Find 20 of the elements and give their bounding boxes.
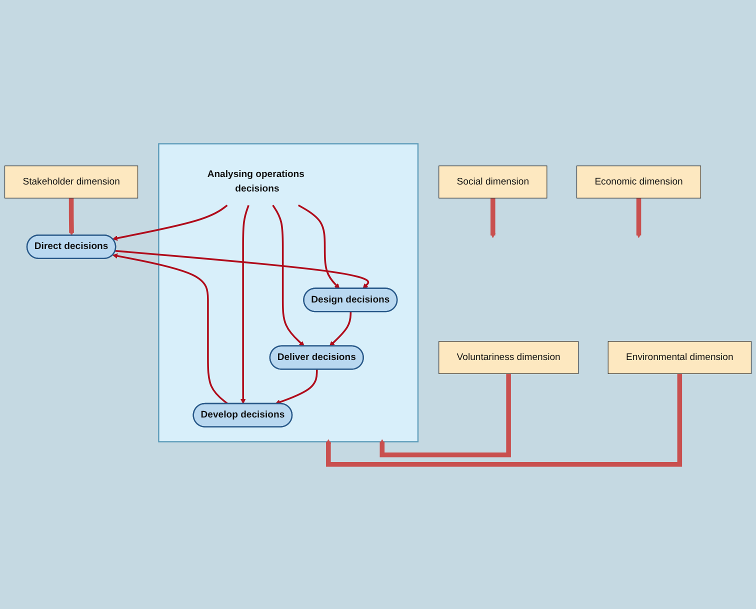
arrow [298,204,340,289]
arrow [112,253,228,404]
node-box: Economic dimension [576,165,702,198]
node-box: Voluntariness dimension [438,340,579,374]
arrow [636,198,642,238]
cluster [158,142,419,442]
arrow [272,204,304,346]
arrow [329,312,352,346]
node-box: Environmental dimension [608,340,752,374]
arrow [490,198,496,238]
node-box: Social dimension [438,165,548,198]
arrow [240,204,250,404]
arrow [115,250,369,289]
node-text: Analysing operations decisions [207,169,304,194]
node-box: Stakeholder dimension [4,165,138,198]
arrow [326,373,682,467]
arrow [275,369,318,404]
arrow [380,373,511,458]
arrow [112,204,228,241]
arrow [68,198,74,236]
